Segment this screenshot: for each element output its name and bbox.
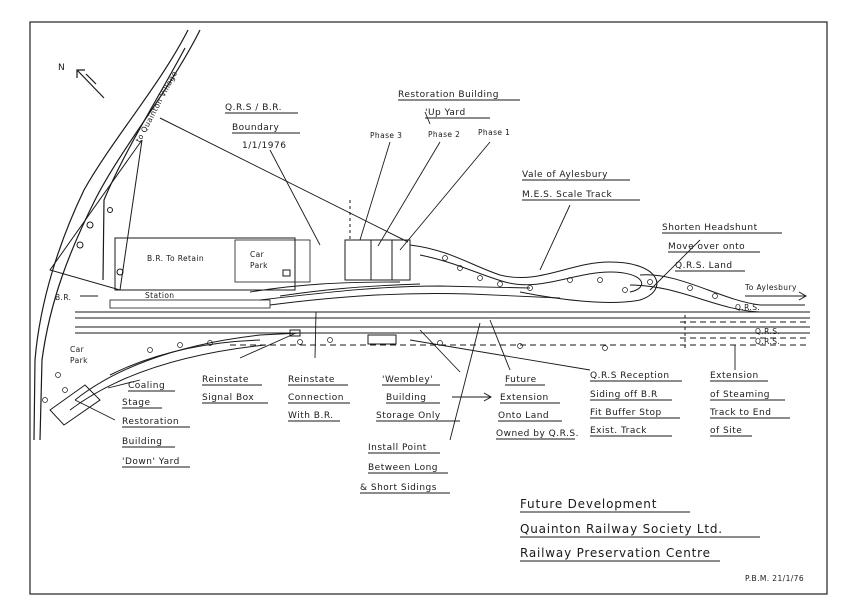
to-aylesbury-label: To Aylesbury (744, 283, 797, 292)
shorten-label-3: Q.R.S. Land (675, 261, 733, 271)
arrow-head-icon (798, 291, 808, 301)
reception-label-2: Siding off B.R (590, 390, 658, 400)
install-label-2: Between Long (368, 463, 438, 473)
wembley-label-3: Storage Only (376, 411, 441, 421)
title-line-3: Railway Preservation Centre (520, 546, 711, 560)
reception-label-3: Fit Buffer Stop (590, 408, 662, 418)
coaling-label-1: Coaling (128, 381, 165, 391)
down-yard-trees (42, 337, 608, 403)
station-label: Station (145, 291, 174, 300)
qrs-track-label-2: Q.R.S. (755, 327, 780, 336)
boundary-diagonal (159, 117, 409, 243)
reception-label-1: Q.R.S Reception (590, 371, 670, 381)
scale-track-trees (442, 255, 718, 299)
phase2-label: Phase 2 (428, 130, 460, 139)
restoration-up-label-2: 'Up Yard (425, 108, 466, 118)
install-label-3: & Short Sidings (360, 483, 437, 493)
car-park-left-label-2: Park (70, 356, 88, 365)
wembley-label-1: 'Wembley' (382, 375, 433, 385)
qrs-track-label-1: Q.R.S. (735, 303, 760, 312)
future-ext-label-4: Owned by Q.R.S. (496, 429, 579, 439)
scale-track-loop (409, 244, 805, 313)
arrow-head-icon (483, 392, 493, 402)
phase3-label: Phase 3 (370, 131, 402, 140)
future-ext-label-3: Onto Land (498, 411, 549, 421)
restoration-up-label-1: Restoration Building (398, 90, 499, 100)
br-retain-area (114, 237, 296, 291)
future-ext-label-2: Extension (500, 393, 549, 403)
qrs-track-label-3: Q.R.S. (755, 337, 780, 346)
vale-label-2: M.E.S. Scale Track (522, 190, 613, 200)
reinstate-conn-label-1: Reinstate (288, 375, 335, 385)
car-park-top-label-2: Park (250, 261, 268, 270)
qrs-br-boundary-label-2: Boundary (232, 123, 280, 133)
restoration-down-label-3: 'Down' Yard (122, 457, 180, 467)
steaming-label-3: Track to End (709, 408, 771, 418)
steaming-label-1: Extension (710, 371, 759, 381)
coaling-label-2: Stage (122, 398, 151, 408)
tree-icon (116, 268, 124, 276)
leader-lines (74, 111, 736, 441)
title-line-2: Quainton Railway Society Ltd. (520, 522, 723, 536)
landscaped-triangle (49, 139, 143, 291)
down-yard (49, 332, 301, 426)
br-to-retain-label: B.R. To Retain (147, 254, 204, 263)
signal-box (289, 329, 301, 337)
car-park-left-label-1: Car (70, 345, 85, 354)
north-arrow-icon (76, 69, 105, 99)
install-label-1: Install Point (368, 443, 427, 453)
steaming-label-4: of Site (710, 426, 742, 436)
car-park-top-label-1: Car (250, 250, 265, 259)
title-line-1: Future Development (520, 497, 657, 511)
reinstate-conn-label-2: Connection (288, 393, 344, 403)
br-left-label: B.R. (55, 293, 71, 302)
road (33, 29, 201, 441)
wembley-building (367, 334, 397, 345)
qrs-br-boundary-label-1: Q.R.S / B.R. (225, 103, 282, 113)
north-label: N (58, 63, 65, 73)
up-yard-sidings (249, 281, 561, 306)
shorten-label-2: Move over onto (668, 242, 745, 252)
restoration-building-up (344, 200, 411, 281)
qrs-br-boundary-label-3: 1/1/1976 (242, 141, 286, 151)
restoration-down-label-2: Building (122, 437, 163, 447)
reinstate-conn-label-3: With B.R. (288, 411, 334, 421)
phase1-label: Phase 1 (478, 128, 510, 137)
reception-label-4: Exist. Track (590, 426, 647, 436)
wembley-label-2: Building (386, 393, 427, 403)
station-platform (109, 299, 271, 309)
hut (282, 269, 291, 277)
signature: P.B.M. 21/1/76 (745, 574, 804, 583)
reinstate-signal-label-2: Signal Box (202, 393, 254, 403)
car-park-top (234, 239, 311, 283)
shorten-label-1: Shorten Headshunt (662, 223, 758, 233)
vale-label-1: Vale of Aylesbury (522, 170, 608, 180)
reinstate-signal-label-1: Reinstate (202, 375, 249, 385)
restoration-down-label-1: Restoration (122, 417, 179, 427)
running-lines (75, 311, 810, 350)
future-ext-label-1: Future (505, 375, 537, 385)
steaming-label-2: of Steaming (710, 390, 770, 400)
